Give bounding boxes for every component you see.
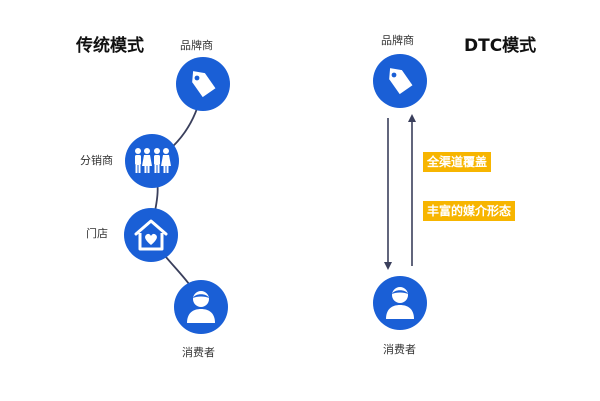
- person-icon: [187, 291, 215, 323]
- traditional-brand-label: 品牌商: [180, 39, 213, 52]
- dtc-consumer-node: [373, 276, 427, 330]
- traditional-chain-line: [150, 83, 204, 308]
- traditional-store-label: 门店: [86, 227, 108, 240]
- dtc-tag-omnichannel: 全渠道覆盖: [423, 152, 492, 172]
- traditional-brand-node: [176, 57, 230, 111]
- traditional-distributor-node: [125, 134, 179, 188]
- dtc-title: DTC模式: [464, 36, 537, 56]
- traditional-store-node: [124, 208, 178, 262]
- people-group-icon: [135, 148, 171, 173]
- house-heart-icon: [134, 219, 168, 251]
- traditional-distributor-label: 分销商: [80, 154, 113, 167]
- traditional-consumer-label: 消费者: [182, 346, 215, 359]
- dtc-brand-label: 品牌商: [381, 34, 414, 47]
- traditional-consumer-node: [174, 280, 228, 334]
- price-tag-icon: [192, 71, 216, 98]
- price-tag-icon: [389, 68, 413, 95]
- dtc-brand-node: [373, 54, 427, 108]
- traditional-title: 传统模式: [76, 36, 144, 56]
- dtc-consumer-label: 消费者: [383, 343, 416, 356]
- dtc-tag-rich-media: 丰富的媒介形态: [423, 201, 516, 221]
- person-icon: [386, 287, 414, 319]
